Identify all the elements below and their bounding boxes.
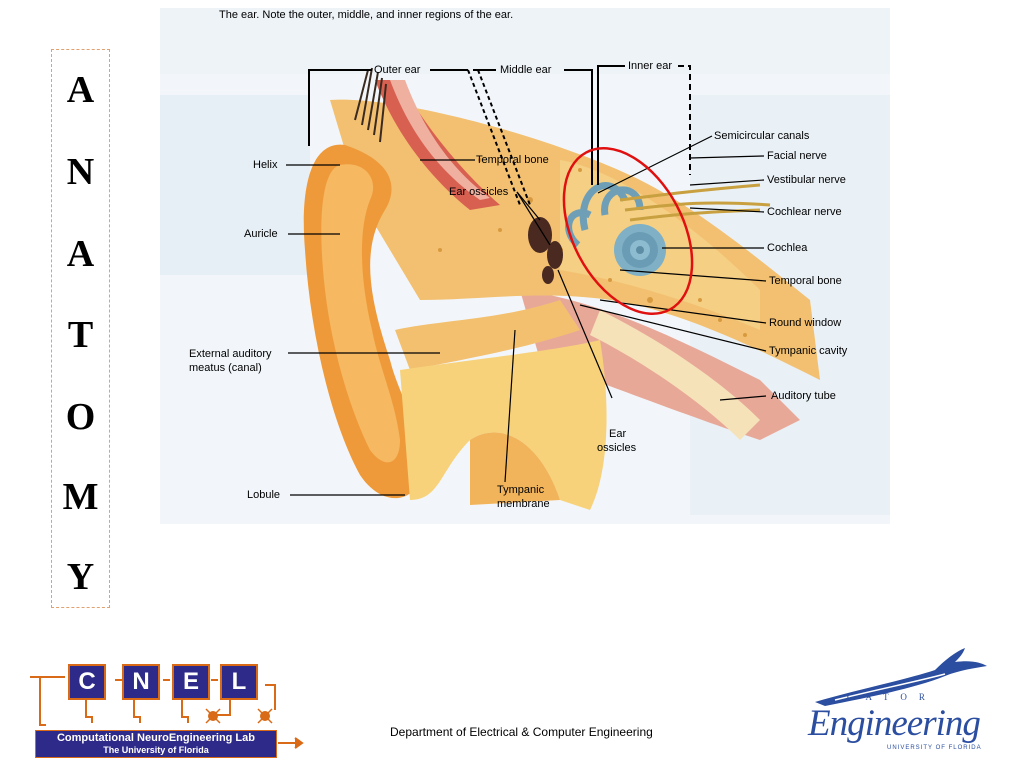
facial-nerve-label: Facial nerve (767, 150, 827, 162)
title-letter: N (66, 151, 95, 193)
ear-canal (395, 300, 580, 370)
title-letter: A (66, 233, 95, 275)
semicircular-canals-shape (565, 182, 644, 248)
temporal-bone-label: Temporal bone (476, 154, 549, 166)
ear-anatomy-figure: The ear. Note the outer, middle, and inn… (160, 8, 890, 524)
cnel-letter-e: E (172, 664, 210, 700)
cochlea-shape (614, 224, 666, 276)
lobule-label: Lobule (247, 489, 281, 501)
engineering-wordmark: Engineering (808, 703, 981, 744)
department-name: Department of Electrical & Computer Engi… (390, 725, 653, 739)
tympanic-membrane-label: membrane (497, 498, 550, 510)
inner-ear-label: Inner ear (628, 60, 673, 72)
ear-ossicles-lower-label: Ear (609, 428, 627, 440)
semicircular-canals-label: Semicircular canals (714, 130, 810, 142)
inner-ear-highlight (562, 147, 694, 315)
title-letter: Y (66, 556, 95, 598)
figure-caption: The ear. Note the outer, middle, and inn… (219, 9, 514, 21)
cnel-letter-l: L (220, 664, 258, 700)
ear-ossicles-lower-label: ossicles (597, 442, 637, 454)
helix-label: Helix (253, 159, 278, 171)
cnel-letter-c: C (68, 664, 106, 700)
cnel-letter-n: N (122, 664, 160, 700)
round-window-label: Round window (769, 317, 842, 329)
background-panel (160, 95, 310, 275)
canal-label-line1: External auditory (189, 348, 272, 360)
cnel-banner: Computational NeuroEngineering Lab The U… (35, 730, 277, 758)
ear-ossicles-label: Ear ossicles (449, 186, 509, 198)
auditory-tube-label: Auditory tube (771, 390, 836, 402)
gator-icon (815, 648, 987, 706)
tissue-shape (470, 432, 560, 505)
cnel-logo: C N E L Computational NeuroEngineering L… (30, 655, 310, 760)
background-panel (160, 8, 890, 74)
hair (354, 67, 387, 143)
title-letter: A (66, 69, 95, 111)
tissue-shape (400, 340, 607, 510)
tympanic-cavity-label: Tympanic cavity (769, 345, 848, 357)
auditory-tube-shape (590, 310, 760, 440)
temporal-bone-right-label: Temporal bone (769, 275, 842, 287)
ossicles-shape (528, 217, 563, 284)
gator-small-text: GATOR (847, 692, 937, 702)
skin-layer (390, 80, 490, 200)
middle-ear-label: Middle ear (500, 64, 552, 76)
auricle-label: Auricle (244, 228, 278, 240)
leader-lines (286, 135, 767, 496)
ear-illustration (160, 8, 890, 524)
vertical-title: A N A T O M Y (51, 49, 110, 608)
cnel-circuit-lines (30, 676, 304, 749)
title-letter: O (65, 396, 96, 438)
title-letter: T (67, 314, 94, 356)
auricle-inner (321, 164, 400, 463)
region-brackets (308, 65, 691, 206)
cochlear-nerve-label: Cochlear nerve (767, 206, 842, 218)
gator-engineering-logo: GATOR Engineering UNIVERSITY OF FLORIDA (795, 640, 995, 758)
cnel-university: The University of Florida (103, 745, 209, 755)
title-letter: M (62, 476, 99, 518)
vestibular-nerve-label: Vestibular nerve (767, 174, 846, 186)
outer-ear-label: Outer ear (374, 64, 421, 76)
cochlea-label: Cochlea (767, 242, 808, 254)
gator-university-text: UNIVERSITY OF FLORIDA (887, 745, 982, 751)
canal-label-line2: meatus (canal) (189, 362, 262, 374)
tympanic-membrane-label: Tympanic (497, 484, 545, 496)
cnel-lab-name: Computational NeuroEngineering Lab (56, 732, 255, 744)
